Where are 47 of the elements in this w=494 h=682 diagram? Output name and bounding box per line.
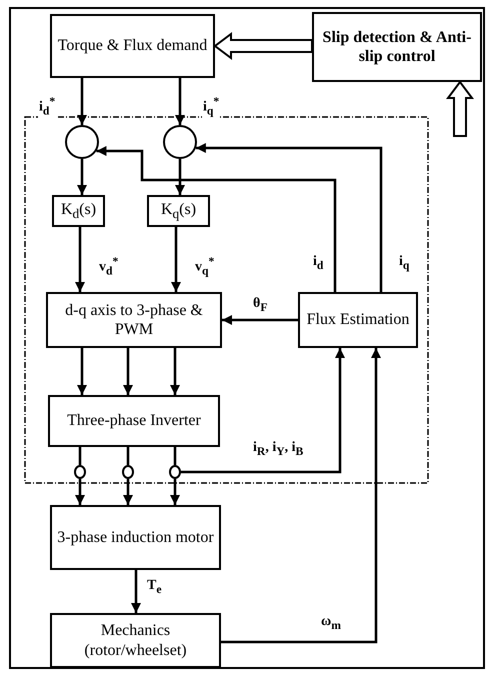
process-box (50, 613, 221, 668)
arrow (170, 348, 180, 395)
node-label: d-q axis to 3-phase & PWM (64, 300, 204, 340)
block-arrow (213, 32, 313, 60)
process-box (52, 195, 105, 227)
node-label: 3-phase induction motor (57, 528, 214, 548)
process-box (48, 395, 220, 447)
connector-line (126, 447, 130, 465)
process-box (147, 195, 210, 227)
arrow (131, 570, 141, 613)
node-label: Flux Estimation (306, 310, 410, 330)
arrow (175, 78, 185, 125)
process-box (50, 505, 221, 570)
node-label: Three-phase Inverter (67, 411, 201, 431)
arrow (170, 479, 180, 505)
node-label: Torque & Flux demand (58, 36, 208, 56)
arrow (221, 348, 381, 644)
arrow (77, 78, 87, 125)
arrow (171, 227, 181, 292)
sensor-node (74, 465, 86, 479)
arrow (181, 348, 345, 474)
process-box (298, 292, 418, 348)
arrow (123, 348, 133, 395)
node-label: K$_{q}$(s) (160, 200, 196, 222)
arrow (96, 146, 336, 292)
sensor-node (169, 465, 181, 479)
sensor-node (122, 465, 134, 479)
node-label: K$_{d}$(s) (60, 200, 96, 222)
arrow (75, 227, 85, 292)
summing-junction (65, 125, 99, 159)
arrow (175, 159, 185, 195)
arrow (123, 479, 133, 505)
arrow (75, 479, 85, 505)
process-box (312, 12, 482, 82)
connector-line (78, 447, 82, 465)
process-box (50, 14, 215, 78)
summing-junction (163, 125, 197, 159)
edge-label: i$_{q}$ (398, 254, 410, 273)
arrow (222, 315, 298, 325)
node-label: Mechanics (rotor/wheelset) (83, 621, 188, 660)
block-arrow (446, 80, 474, 137)
arrow (77, 348, 87, 395)
connector-line (174, 447, 176, 465)
process-box (46, 292, 222, 348)
node-label: Slip detection & Anti-slip control (322, 28, 472, 66)
arrow (77, 159, 87, 195)
arrow (196, 143, 382, 292)
